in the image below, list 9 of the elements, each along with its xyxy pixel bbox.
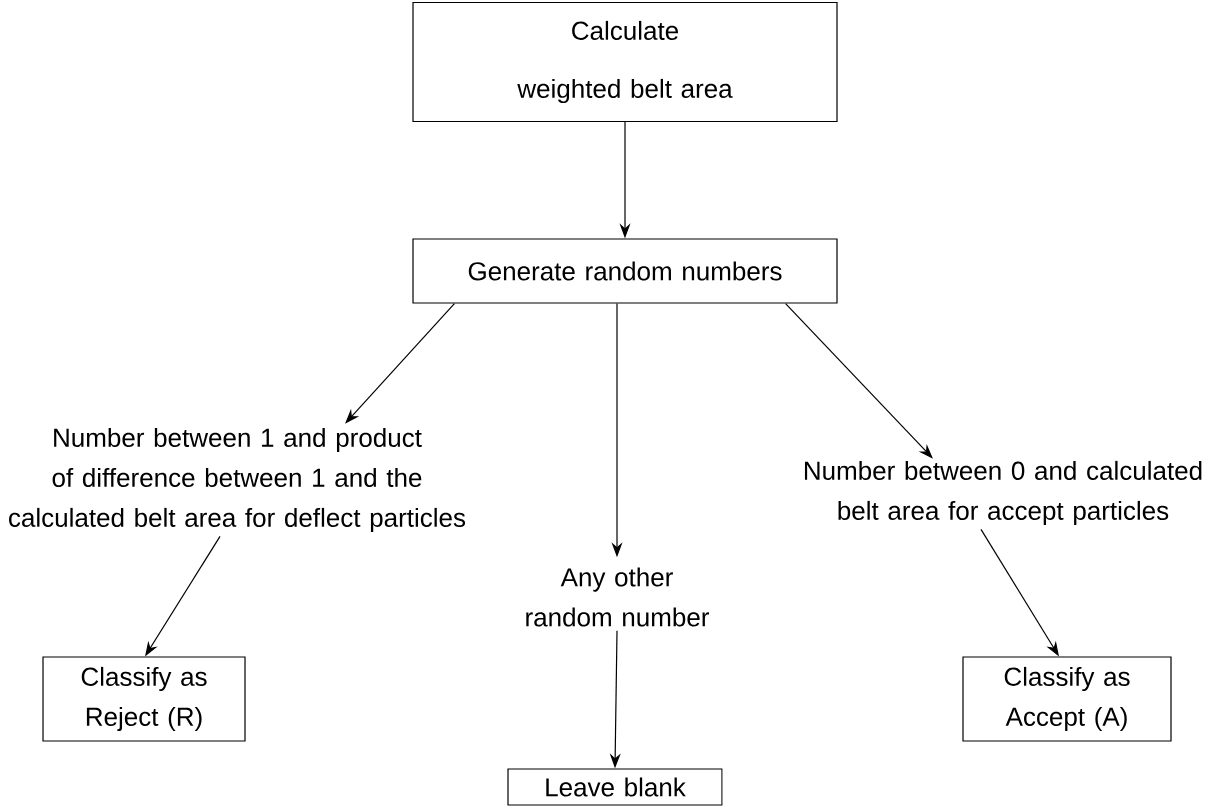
condition-text: Any other random number xyxy=(526,567,710,627)
process-box: Classify as Reject (R) xyxy=(42,656,246,742)
process-box: Leave blank xyxy=(507,768,723,806)
condition-text: Number between 0 and calculated belt area for accept particles xyxy=(804,460,1202,526)
condition-text: Number between 1 and product of difference between 1 and the calculated belt area for deflect particles xyxy=(9,427,466,533)
process-box: Classify as Accept (A) xyxy=(962,656,1172,742)
process-box: Generate random numbers xyxy=(412,238,838,304)
process-box: Calculate weighted belt area xyxy=(412,1,838,123)
arrow xyxy=(785,303,933,459)
